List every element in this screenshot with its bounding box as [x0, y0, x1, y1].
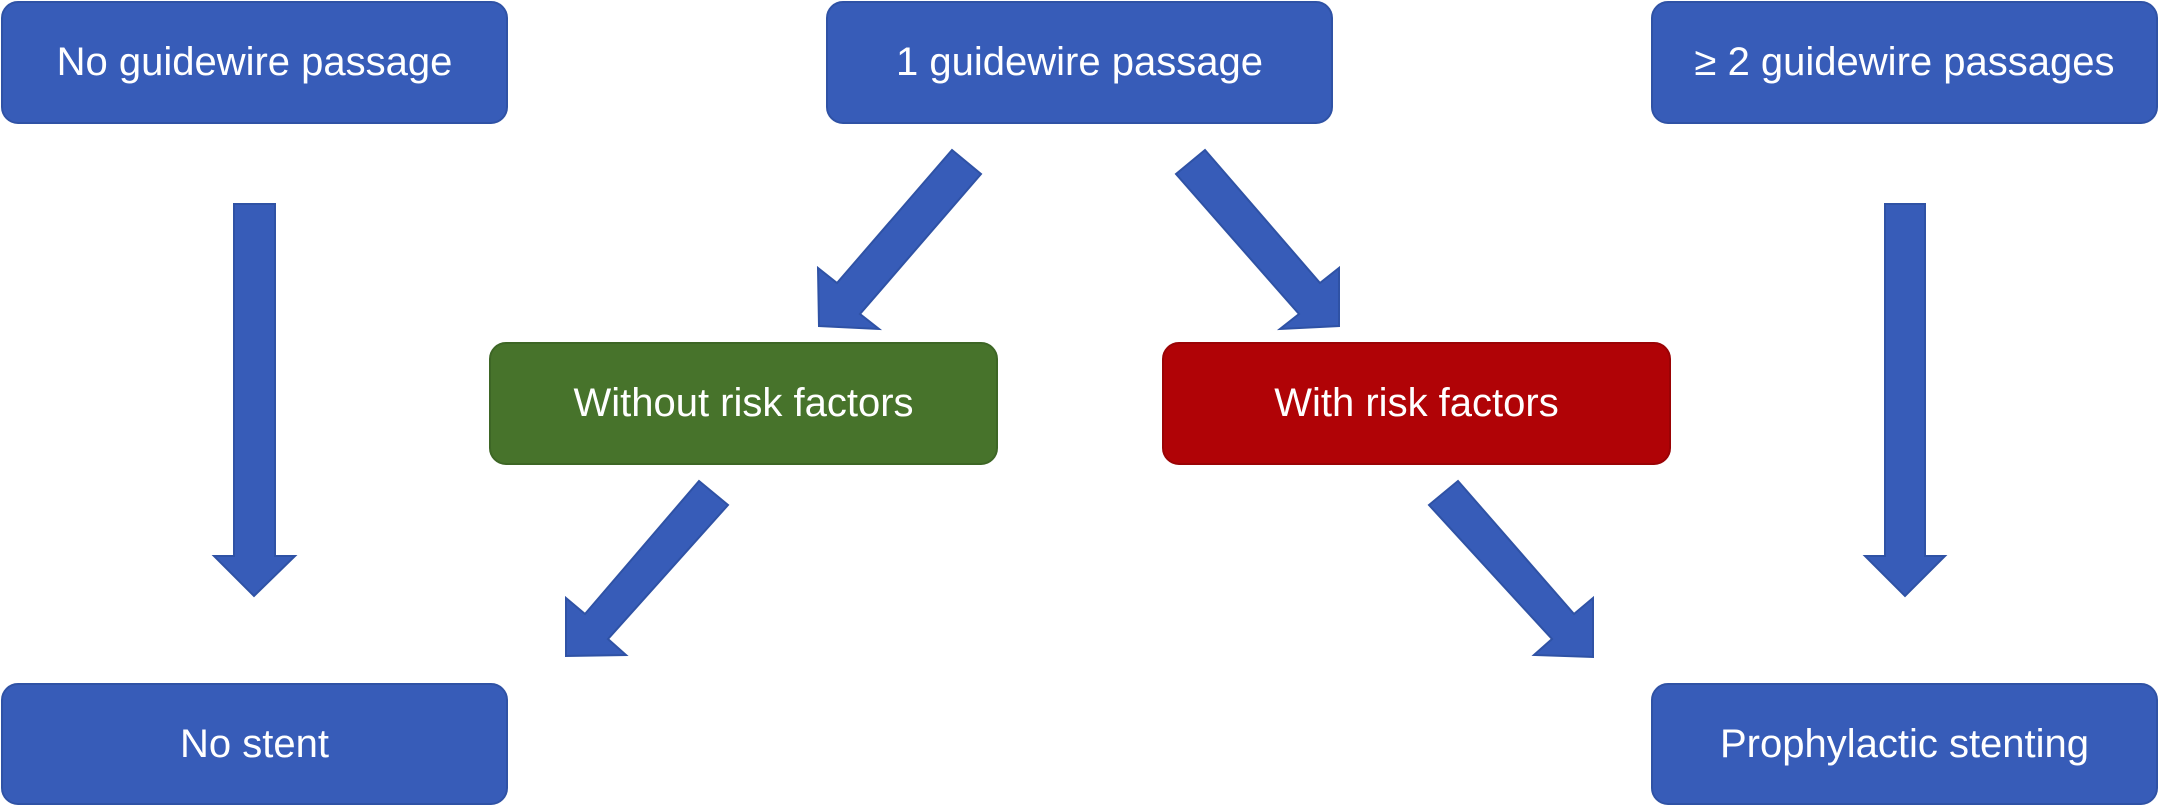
- node-label: Prophylactic stenting: [1719, 721, 2090, 766]
- node-without-risk-factors: Without risk factors: [489, 342, 998, 465]
- node-with-risk-factors: With risk factors: [1162, 342, 1671, 465]
- node-no-guidewire-passage: No guidewire passage: [1, 1, 508, 124]
- node-no-stent: No stent: [1, 683, 508, 805]
- arrow-two-passages-to-prophylactic: [1862, 203, 1948, 598]
- arrow-one-passage-to-without-risk: [816, 148, 983, 331]
- node-one-guidewire-passage: 1 guidewire passage: [826, 1, 1333, 124]
- arrow-without-risk-to-no-stent: [565, 479, 730, 658]
- arrow-with-risk-to-prophylactic: [1427, 479, 1594, 659]
- node-label: No guidewire passage: [56, 40, 453, 84]
- node-label: Without risk factors: [573, 381, 914, 425]
- node-label: No stent: [180, 721, 329, 766]
- node-prophylactic-stenting: Prophylactic stenting: [1651, 683, 2158, 805]
- node-label: ≥ 2 guidewire passages: [1694, 40, 2115, 84]
- arrow-no-passage-to-no-stent: [211, 203, 298, 598]
- node-two-or-more-guidewire-passages: ≥ 2 guidewire passages: [1651, 1, 2158, 124]
- node-label: With risk factors: [1274, 381, 1559, 425]
- node-label: 1 guidewire passage: [896, 40, 1263, 84]
- arrow-one-passage-to-with-risk: [1174, 148, 1340, 331]
